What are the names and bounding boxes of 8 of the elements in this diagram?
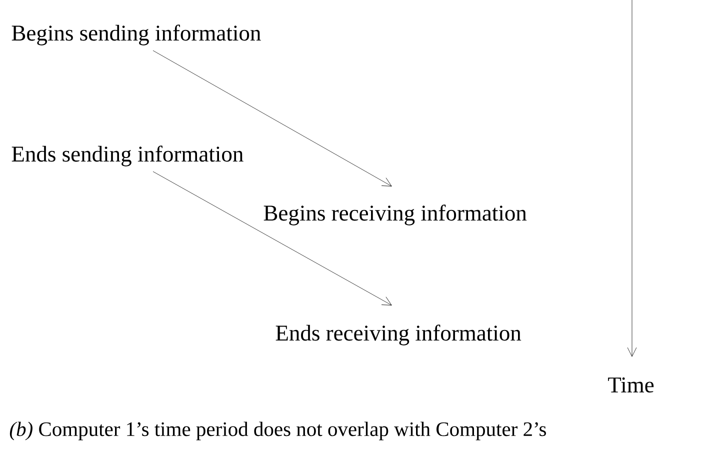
axis-label: Time [608, 377, 654, 393]
event-label: Ends sending information [12, 146, 244, 166]
event-label: Begins receiving information [264, 204, 527, 226]
caption: (b) Computer 1’s time period does not overlap with Computer 2’s [10, 422, 546, 440]
event-label: Ends receiving information [276, 324, 522, 346]
arrow [152, 50, 392, 186]
arrow [152, 171, 392, 306]
event-label: Begins sending information [12, 24, 261, 46]
